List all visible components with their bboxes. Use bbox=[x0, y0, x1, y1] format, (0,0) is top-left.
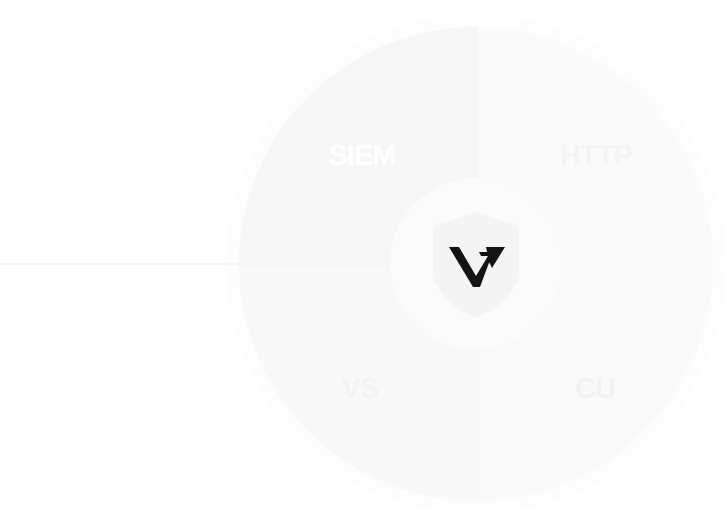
v-logo-icon bbox=[449, 247, 505, 287]
segment-label-siem: SIEM bbox=[329, 140, 396, 172]
segment-label-cu: CU bbox=[575, 373, 615, 405]
segment-label-http: HTTP bbox=[560, 140, 632, 172]
shield-icon bbox=[433, 212, 519, 318]
segment-label-vs: VS bbox=[342, 373, 379, 405]
